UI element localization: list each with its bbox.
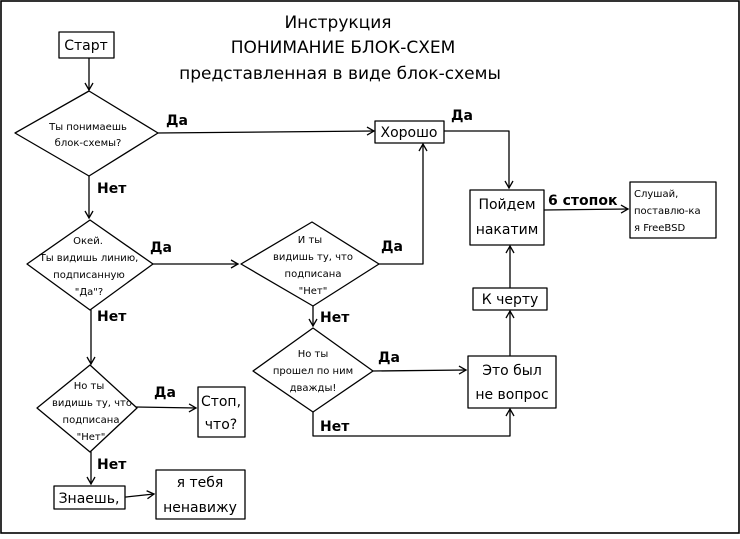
decision-text: Окей. <box>73 236 103 247</box>
decision-text: блок-схемы? <box>55 138 122 149</box>
edge-label-no: Нет <box>97 309 127 325</box>
svg-text:я тебя: я тебя <box>177 475 224 491</box>
svg-text:Стоп,: Стоп, <box>201 394 241 410</box>
node-stop-what: Стоп, что? <box>197 386 246 438</box>
decision-text: "Нет" <box>77 432 106 443</box>
decision-text: Ты понимаешь <box>48 122 127 133</box>
svg-text:К черту: К черту <box>482 292 539 308</box>
node-good: Хорошо <box>374 120 445 144</box>
svg-text:что?: что? <box>205 417 237 433</box>
edge-q-twice-yes <box>372 365 468 375</box>
decision-text: Ты видишь линию, <box>39 253 139 264</box>
node-hate-you: я тебя ненавижу <box>155 469 246 520</box>
start-node: Старт <box>58 31 115 59</box>
edge-label-no: Нет <box>320 310 350 326</box>
node-not-a-question: Это был не вопрос <box>467 355 557 409</box>
svg-text:накатим: накатим <box>476 222 539 238</box>
edge-know-hate <box>125 490 156 500</box>
edge-label-yes: Да <box>378 350 400 366</box>
svg-text:поставлю-ка: поставлю-ка <box>634 206 701 217</box>
svg-text:Старт: Старт <box>64 38 108 54</box>
decision-text: дважды! <box>290 383 337 394</box>
edge-label-yes: Да <box>451 108 473 124</box>
decision-text: подписана <box>63 415 120 426</box>
edge-label-yes: Да <box>381 239 403 255</box>
svg-text:не вопрос: не вопрос <box>475 387 548 403</box>
edge-drink-freebsd <box>543 204 630 214</box>
edge-label-yes: Да <box>166 113 188 129</box>
edge-q-twice-no <box>312 407 515 437</box>
edge-q1-yes <box>156 126 376 136</box>
decision-passed-twice: Но ты прошел по ним дважды! <box>252 327 374 413</box>
node-you-know: Знаешь, <box>53 485 126 510</box>
edge-label-yes: Да <box>150 240 172 256</box>
decision-text: подписана <box>285 269 342 280</box>
decision-see-yes-line: Окей. Ты видишь линию, подписанную "Да"? <box>26 219 154 311</box>
decision-text: Но ты <box>298 349 329 360</box>
decision-text: И ты <box>298 235 322 246</box>
title-line-2: ПОНИМАНИЕ БЛОК-СХЕМ <box>231 38 456 58</box>
edge-label-no: Нет <box>320 419 350 435</box>
node-to-hell: К черту <box>472 287 548 311</box>
title-line-1: Инструкция <box>284 13 391 33</box>
decision-understand: Ты понимаешь блок-схемы? <box>14 90 159 177</box>
node-freebsd: Слушай, поставлю-ка я FreeBSD <box>629 181 717 239</box>
svg-text:Пойдем: Пойдем <box>478 197 535 213</box>
decision-text: видишь ту, что <box>52 398 132 409</box>
edge-label-six-stacks: 6 стопок <box>548 193 618 209</box>
edge-label-yes: Да <box>154 385 176 401</box>
edge-q-mid-yes <box>377 142 428 265</box>
edge-q-left-yes <box>135 403 198 413</box>
svg-text:Знаешь,: Знаешь, <box>59 491 120 507</box>
decision-see-no-mid: И ты видишь ту, что подписана "Нет" <box>240 221 380 307</box>
decision-text: "Да"? <box>75 287 103 298</box>
node-go-drink: Пойдем накатим <box>469 189 545 246</box>
svg-text:ненавижу: ненавижу <box>163 500 237 516</box>
decision-text: прошел по ним <box>273 366 353 377</box>
edge-good-drink <box>443 130 514 190</box>
svg-text:я FreeBSD: я FreeBSD <box>634 223 685 234</box>
decision-text: подписанную <box>53 270 125 281</box>
decision-text: видишь ту, что <box>273 252 353 263</box>
svg-text:Хорошо: Хорошо <box>381 125 438 141</box>
decision-text: "Нет" <box>299 286 328 297</box>
svg-text:Это был: Это был <box>482 363 542 379</box>
edge-label-no: Нет <box>97 181 127 197</box>
edge-label-no: Нет <box>97 457 127 473</box>
decision-see-no-left: Но ты видишь ту, что подписана "Нет" <box>36 364 138 453</box>
svg-text:Слушай,: Слушай, <box>634 189 678 200</box>
title-line-3: представленная в виде блок-схемы <box>179 64 501 84</box>
decision-text: Но ты <box>74 381 105 392</box>
